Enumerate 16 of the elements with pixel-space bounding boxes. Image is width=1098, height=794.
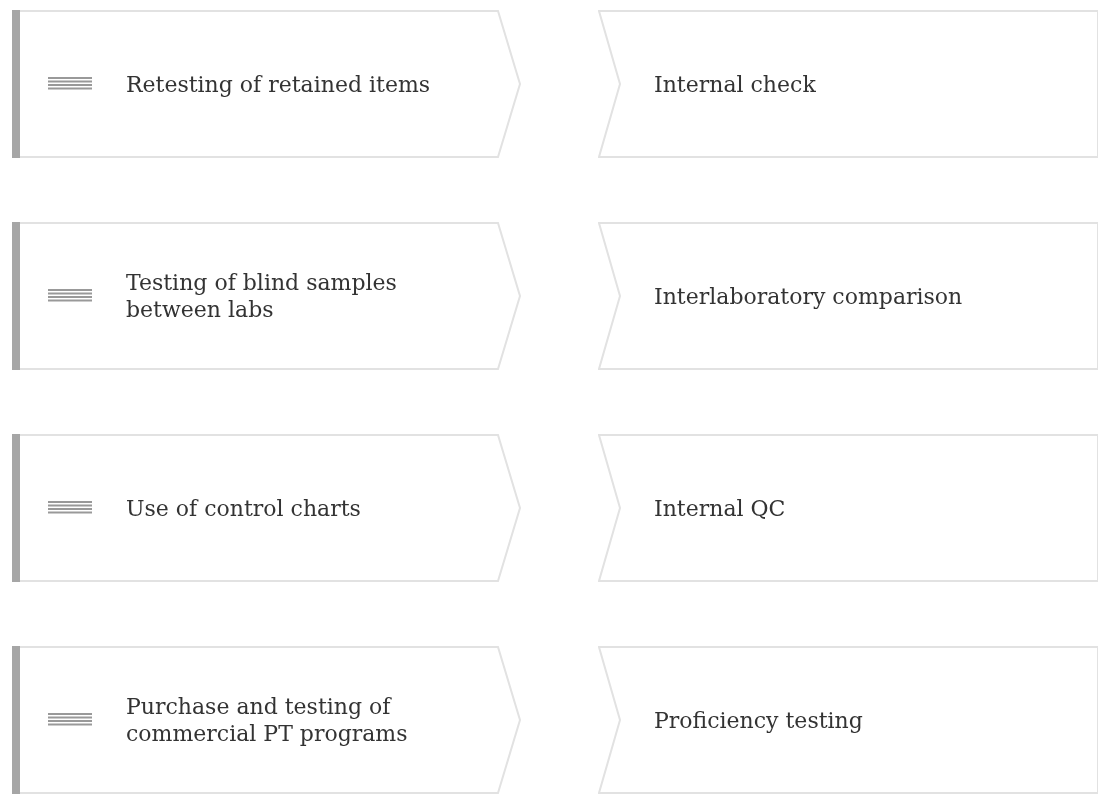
notched-card bbox=[598, 434, 1098, 582]
card-text: Internal check bbox=[654, 70, 817, 98]
card-text: Retesting of retained items bbox=[126, 70, 432, 98]
notched-card bbox=[598, 10, 1098, 158]
card-text: Proficiency testing bbox=[654, 706, 864, 734]
card-text: Purchase and testing of commercial PT programs bbox=[126, 693, 409, 747]
chevron-card bbox=[12, 646, 522, 794]
chevron-card bbox=[12, 10, 522, 158]
card-text: Use of control charts bbox=[126, 494, 362, 522]
card-text: Interlaboratory comparison bbox=[654, 282, 964, 310]
chevron-card bbox=[12, 222, 522, 370]
notched-card bbox=[598, 646, 1098, 794]
notched-card bbox=[598, 222, 1098, 370]
card-text: Internal QC bbox=[654, 494, 787, 522]
chevron-card bbox=[12, 434, 522, 582]
card-text: Testing of blind samples between labs bbox=[126, 269, 398, 323]
